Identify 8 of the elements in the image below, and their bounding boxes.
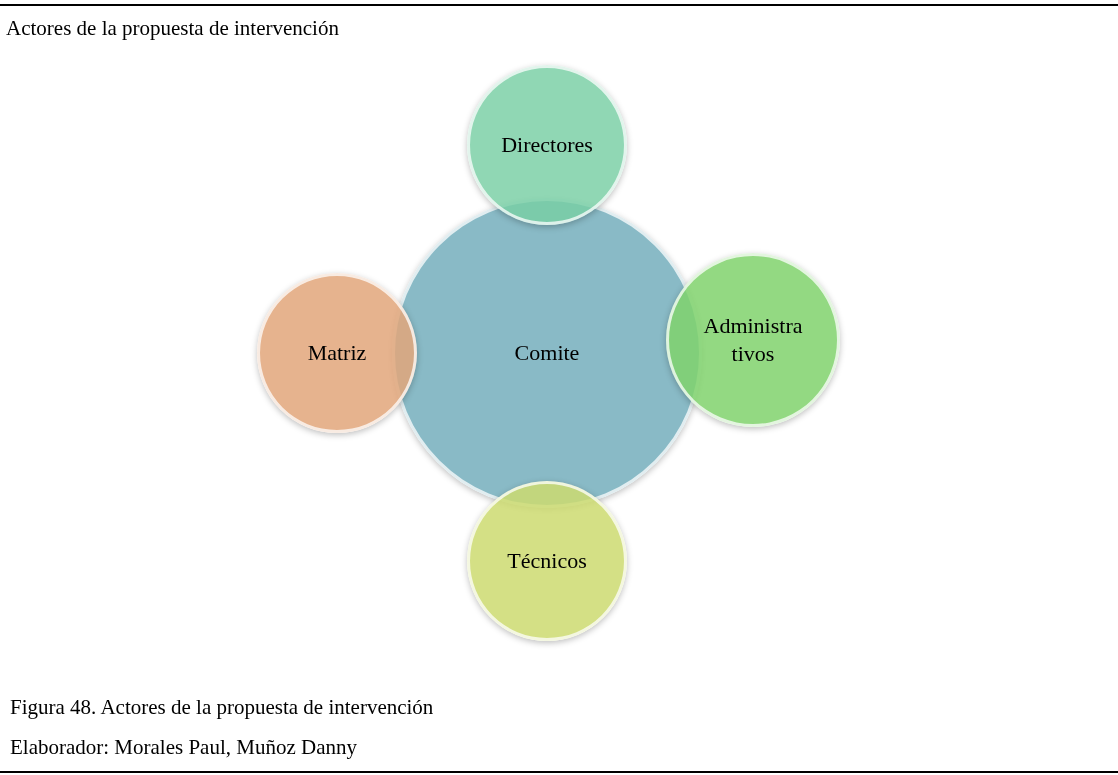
- node-label: Técnicos: [506, 547, 588, 575]
- node-label: Directores: [500, 131, 594, 159]
- author-note: Elaborador: Morales Paul, Muñoz Danny: [10, 734, 357, 761]
- caption: Figura 48. Actores de la propuesta de intervención: [10, 694, 434, 721]
- node-label: Comite: [513, 339, 581, 367]
- node-label: Administra tivos: [702, 312, 804, 368]
- title: Actores de la propuesta de intervención: [6, 15, 339, 42]
- node-label: Matriz: [306, 339, 368, 367]
